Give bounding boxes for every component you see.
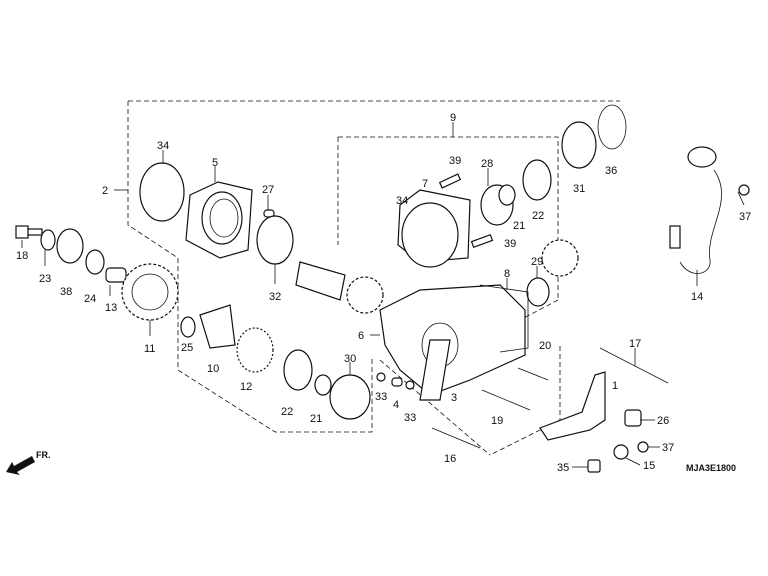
callout-25: 25 [181, 342, 193, 354]
bolt-17 [599, 347, 669, 384]
o-ring-34 [139, 162, 185, 222]
callout-13: 13 [105, 302, 117, 314]
callout-22: 22 [532, 210, 544, 222]
callout-26: 26 [657, 415, 669, 427]
callout-16: 16 [444, 453, 456, 465]
callout-38: 38 [60, 286, 72, 298]
housing-7 [397, 189, 471, 268]
callout-39: 39 [449, 155, 461, 167]
callout-1: 1 [612, 380, 618, 392]
bevel-gear [346, 276, 384, 314]
callout-30: 30 [344, 353, 356, 365]
nut-21a [314, 374, 332, 396]
bracket-1 [539, 371, 606, 441]
washer-33b [405, 380, 415, 390]
lock-nut-22a [283, 349, 313, 391]
callout-14: 14 [691, 291, 703, 303]
bolt-20 [517, 367, 549, 381]
callout-24: 24 [84, 293, 96, 305]
callout-19: 19 [491, 415, 503, 427]
bolt-19 [481, 389, 531, 411]
callout-3: 3 [451, 392, 457, 404]
callout-37: 37 [739, 211, 751, 223]
case-assembly-6 [379, 284, 529, 396]
sensor-harness-14 [669, 146, 722, 274]
bearing-30 [329, 374, 371, 420]
ring-gear [541, 239, 579, 277]
callout-5: 5 [212, 157, 218, 169]
collar-13 [105, 267, 127, 283]
grommet-15 [613, 444, 629, 460]
callout-21: 21 [310, 413, 322, 425]
bolt-16 [431, 427, 481, 449]
washer-24 [85, 249, 105, 275]
washer-23 [40, 229, 56, 251]
callout-28: 28 [481, 158, 493, 170]
callout-35: 35 [557, 462, 569, 474]
arm-3 [419, 339, 451, 401]
front-direction-arrow: FR. [6, 450, 51, 475]
bearing-holder-5 [185, 181, 253, 259]
bolt-39a [438, 173, 462, 189]
nut-21b [498, 184, 516, 206]
bolt-37a [637, 441, 649, 453]
bolt-18 [15, 225, 43, 239]
callout-8: 8 [504, 268, 510, 280]
callout-20: 20 [539, 340, 551, 352]
snap-ring-36 [597, 104, 627, 150]
o-ring-32 [256, 215, 294, 265]
callout-33: 33 [404, 412, 416, 424]
grommet-26 [624, 409, 642, 427]
washer-33a [376, 372, 386, 382]
leader-lines [21, 122, 745, 468]
gear-11 [121, 263, 179, 321]
callout-36: 36 [605, 165, 617, 177]
bolt-37b [738, 184, 750, 196]
callout-39: 39 [504, 238, 516, 250]
callout-18: 18 [16, 250, 28, 262]
callout-10: 10 [207, 363, 219, 375]
drive-shaft [295, 261, 346, 301]
callout-4: 4 [393, 399, 399, 411]
callout-22: 22 [281, 406, 293, 418]
group-2-boundary [127, 100, 620, 433]
callout-11: 11 [144, 343, 155, 355]
dowel-4 [391, 377, 403, 387]
callout-labels: 34 5 2 27 18 23 38 24 13 11 32 25 10 12 … [16, 112, 751, 474]
spring-12 [236, 327, 274, 373]
front-marker-label: FR. [36, 450, 51, 460]
callout-29: 29 [531, 256, 543, 268]
callout-23: 23 [39, 273, 51, 285]
callout-9: 9 [450, 112, 456, 124]
callout-15: 15 [643, 460, 655, 472]
callout-33: 33 [375, 391, 387, 403]
bearing-38 [56, 228, 84, 264]
diagram-code: MJA3E1800 [686, 463, 736, 473]
oil-seal-31 [561, 121, 597, 169]
callout-37: 37 [662, 442, 674, 454]
bolt-39b [470, 233, 494, 249]
callout-27: 27 [262, 184, 274, 196]
clip-35 [587, 459, 601, 473]
cam-10 [199, 304, 236, 349]
bearing-29 [526, 277, 550, 307]
callout-7: 7 [422, 178, 428, 190]
callout-2: 2 [102, 185, 108, 197]
callout-31: 31 [573, 183, 585, 195]
callout-12: 12 [240, 381, 252, 393]
circlip-25 [180, 316, 196, 338]
callout-34: 34 [157, 140, 169, 152]
callout-21: 21 [513, 220, 525, 232]
callout-6: 6 [358, 330, 364, 342]
callout-34: 34 [396, 195, 408, 207]
lock-nut-22b [522, 159, 552, 201]
callout-32: 32 [269, 291, 281, 303]
callout-17: 17 [629, 338, 641, 350]
